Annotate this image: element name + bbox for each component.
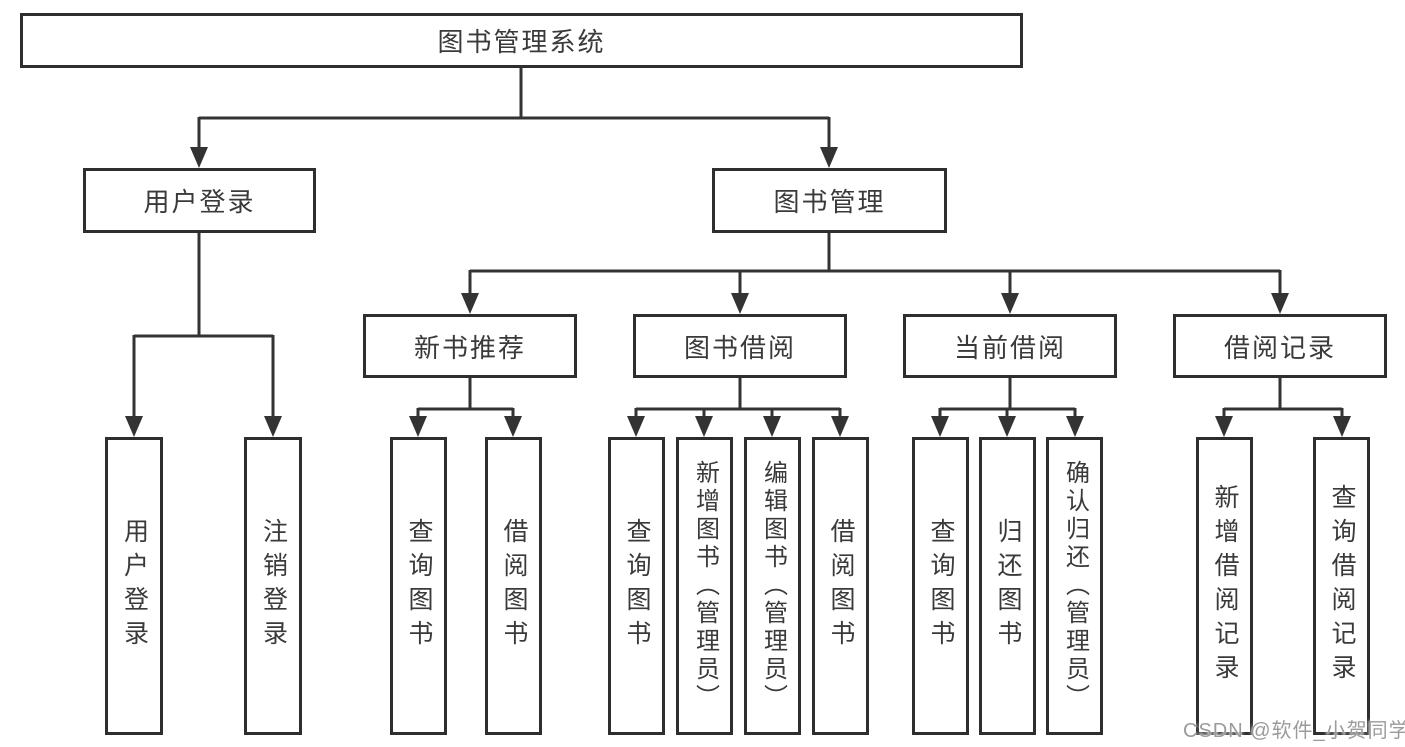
leaf-borrow-books: 借阅图书 [812, 437, 869, 735]
leaf-query-books-borrow: 查询图书 [608, 437, 665, 735]
leaf-borrow-books-recommend-label: 借阅图书 [500, 518, 528, 654]
connector-book-management-children [468, 233, 1282, 296]
leaf-query-books-borrow-label: 查询图书 [623, 518, 651, 654]
connector-root-to-level2 [197, 68, 831, 150]
leaf-borrow-books-label: 借阅图书 [827, 518, 855, 654]
leaf-query-borrow-record-label: 查询借阅记录 [1328, 484, 1356, 688]
connector-book-borrow-children [634, 378, 842, 419]
leaf-return-book: 归还图书 [979, 437, 1036, 735]
leaf-add-borrow-record-label: 新增借阅记录 [1211, 484, 1239, 688]
leaf-logout: 注销登录 [244, 437, 302, 735]
connector-borrow-record-children [1222, 378, 1344, 419]
leaf-query-books-recommend-label: 查询图书 [405, 518, 433, 654]
leaf-user-login: 用户登录 [105, 437, 163, 735]
arrowheads-user-login-children [125, 416, 282, 437]
leaf-query-books-current: 查询图书 [912, 437, 969, 735]
leaf-edit-book-admin: 编辑图书（管理员） [744, 437, 801, 735]
leaf-query-books-recommend: 查询图书 [390, 437, 447, 735]
leaf-logout-label: 注销登录 [259, 518, 288, 654]
node-library-management-system: 图书管理系统 [20, 13, 1023, 68]
leaf-user-login-label: 用户登录 [120, 518, 149, 654]
arrowheads-level2 [190, 147, 838, 168]
leaf-query-borrow-record: 查询借阅记录 [1313, 437, 1370, 735]
csdn-watermark: CSDN @软件_小贺同学 [1183, 720, 1405, 742]
node-user-login: 用户登录 [83, 168, 316, 233]
leaf-query-books-current-label: 查询图书 [927, 518, 955, 654]
leaf-add-borrow-record: 新增借阅记录 [1196, 437, 1253, 735]
node-book-borrowing: 图书借阅 [633, 314, 847, 378]
leaf-add-book-admin: 新增图书（管理员） [676, 437, 733, 735]
leaf-edit-book-admin-label: 编辑图书（管理员） [759, 460, 787, 712]
arrowheads-level3 [461, 293, 1289, 314]
connector-current-borrow-children [938, 378, 1077, 419]
node-borrowing-records: 借阅记录 [1173, 314, 1387, 378]
leaf-return-book-label: 归还图书 [994, 518, 1022, 654]
node-new-book-recommendation: 新书推荐 [363, 314, 577, 378]
arrowheads-leaves [409, 416, 1351, 437]
connector-user-login-children [132, 233, 275, 419]
leaf-confirm-return-admin-label: 确认归还（管理员） [1061, 460, 1089, 712]
leaf-add-book-admin-label: 新增图书（管理员） [691, 460, 719, 712]
connector-new-book-children [416, 378, 515, 419]
leaf-confirm-return-admin: 确认归还（管理员） [1046, 437, 1103, 735]
node-current-borrowing: 当前借阅 [903, 314, 1117, 378]
leaf-borrow-books-recommend: 借阅图书 [485, 437, 542, 735]
node-book-management: 图书管理 [712, 168, 947, 233]
